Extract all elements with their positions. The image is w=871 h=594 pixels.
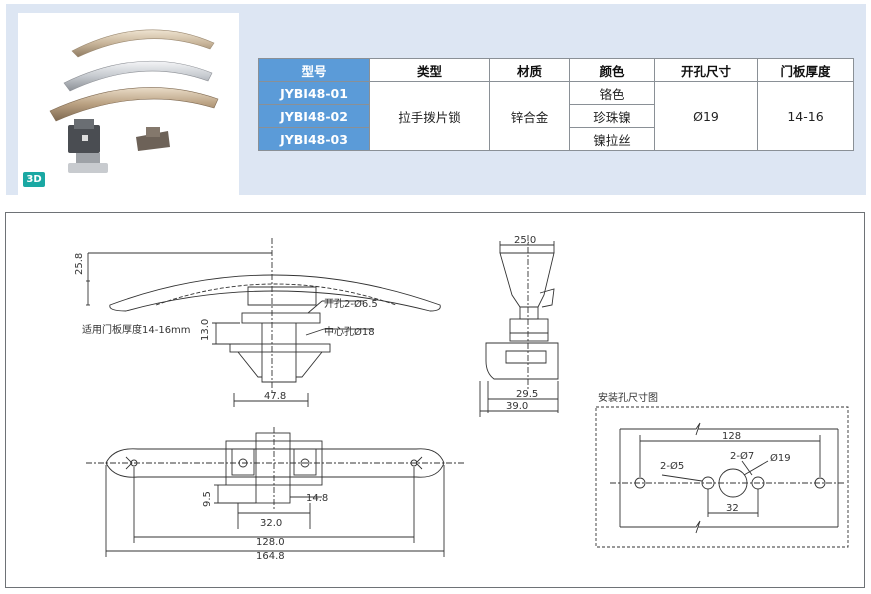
- dim-148-label: 14.8: [306, 493, 328, 504]
- header-material: 材质: [489, 58, 570, 82]
- dim-13-label: 13.0: [200, 319, 211, 341]
- model-cell: JYBI48-03: [258, 127, 370, 151]
- table-row: JYBI48-03 镍拉丝: [258, 127, 854, 151]
- type-cell: 拉手拨片锁: [369, 81, 490, 151]
- product-3d-render: [49, 29, 219, 173]
- install-holes-7: 2-Ø7: [730, 450, 754, 462]
- install-holes-5: 2-Ø5: [660, 460, 684, 472]
- spec-table: 型号 类型 材质 颜色 开孔尺寸 门板厚度 JYBI48-01 拉手拨片锁 锌合…: [258, 58, 854, 151]
- install-title: 安装孔尺寸图: [598, 391, 658, 404]
- note-panel-label: 适用门板厚度14-16mm: [82, 323, 191, 336]
- header-panel-thickness: 门板厚度: [757, 58, 854, 82]
- model-cell: JYBI48-02: [258, 104, 370, 128]
- dim-478-label: 47.8: [264, 391, 286, 402]
- drawing-canvas: 25.8 13.0 开孔2-Ø6.5 中心孔Ø18 适用门板厚度14-16mm …: [74, 235, 849, 562]
- dim-height-label: 25.8: [74, 253, 85, 275]
- hole-size-cell: Ø19: [654, 81, 758, 151]
- color-cell: 铬色: [569, 81, 655, 105]
- dim-250-label: 25.0: [514, 235, 536, 246]
- dim-320-label: 32.0: [260, 518, 282, 529]
- color-cell: 珍珠镍: [569, 104, 655, 128]
- technical-drawing: 25.8 13.0 开孔2-Ø6.5 中心孔Ø18 适用门板厚度14-16mm …: [5, 212, 865, 588]
- install-dim-128: 128: [722, 431, 741, 442]
- side-view-lever: [499, 252, 555, 308]
- dim-1280-label: 128.0: [256, 537, 285, 548]
- handle-front-outline: [109, 274, 441, 312]
- color-cell: 镍拉丝: [569, 127, 655, 151]
- dim-295-label: 29.5: [516, 389, 538, 400]
- header-hole-size: 开孔尺寸: [654, 58, 758, 82]
- panel-thickness-cell: 14-16: [757, 81, 854, 151]
- install-dim-32: 32: [726, 503, 739, 514]
- install-hole-19: Ø19: [770, 452, 791, 464]
- header-type: 类型: [369, 58, 490, 82]
- header-color: 颜色: [569, 58, 655, 82]
- 3d-badge: 3D: [23, 172, 45, 187]
- model-cell: JYBI48-01: [258, 81, 370, 105]
- note-holes-label: 开孔2-Ø6.5: [324, 298, 378, 310]
- dim-95-label: 9.5: [202, 491, 213, 507]
- note-center-label: 中心孔Ø18: [324, 325, 375, 338]
- install-frame: [595, 406, 849, 548]
- material-cell: 锌合金: [489, 81, 570, 151]
- product-info-panel: 3D 型号 类型 材质 颜色 开孔尺寸 门板厚度 JYBI48-01 拉手拨片锁…: [6, 4, 866, 197]
- dim-1648-label: 164.8: [256, 551, 285, 562]
- product-photo: 3D: [18, 13, 239, 197]
- dim-390-label: 39.0: [506, 401, 528, 412]
- header-model: 型号: [258, 58, 370, 82]
- table-row: JYBI48-01 拉手拨片锁 锌合金 铬色 Ø19 14-16: [258, 81, 854, 151]
